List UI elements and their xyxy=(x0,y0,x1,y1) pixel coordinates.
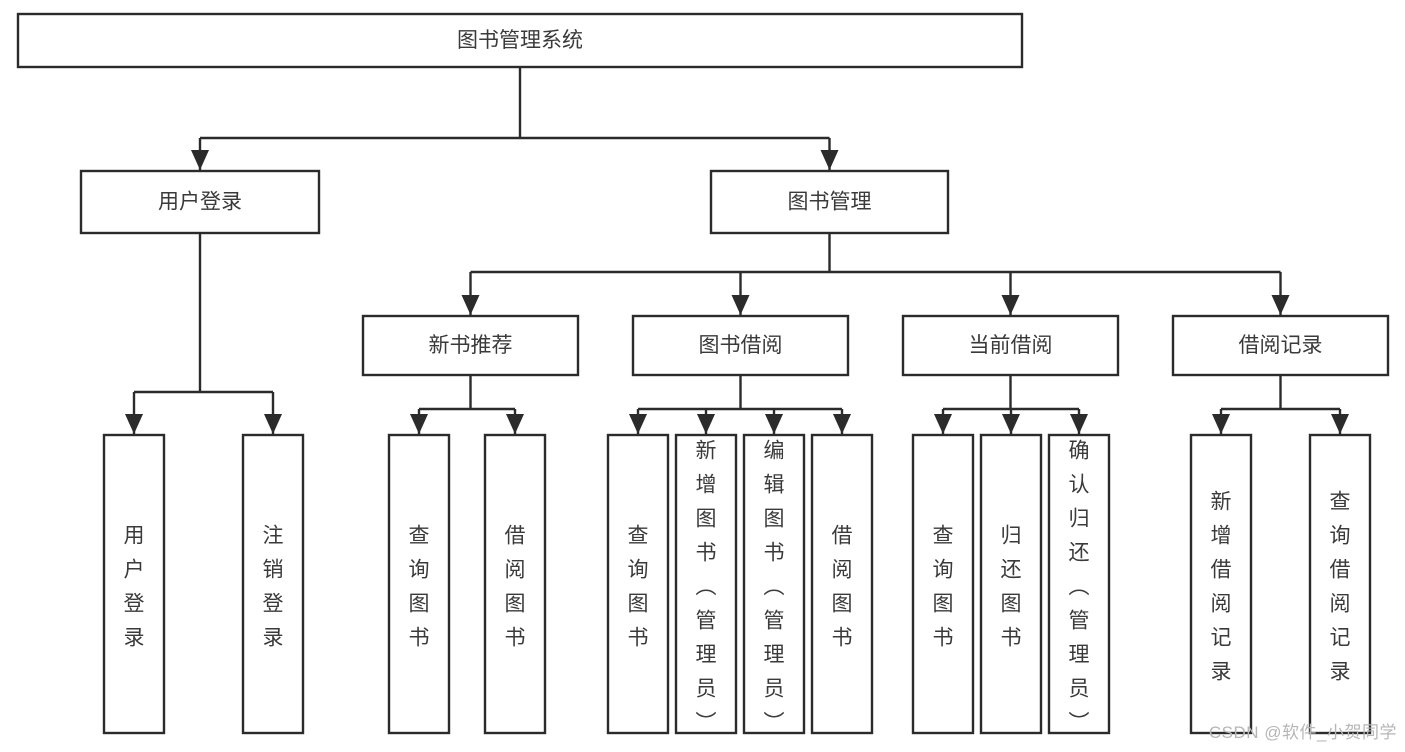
node-leaf-4-label: 查询图书 xyxy=(628,525,649,650)
node-level3-2[interactable] xyxy=(901,314,1120,377)
node-leaf-10-box xyxy=(1047,433,1111,735)
node-level2-1-label: 图书管理 xyxy=(788,191,872,214)
node-leaf-0-label: 用户登录 xyxy=(124,525,145,650)
node-level3-3-box xyxy=(1171,314,1390,377)
node-leaf-9-label: 归还图书 xyxy=(1001,525,1022,650)
node-leaf-3-label: 借阅图书 xyxy=(505,525,526,650)
node-leaf-0-box xyxy=(102,433,166,735)
node-leaf-12[interactable] xyxy=(1308,433,1372,735)
arrow-head-icon xyxy=(461,295,480,315)
node-level2-1[interactable] xyxy=(709,169,950,235)
node-leaf-7[interactable] xyxy=(810,433,874,735)
arrow-head-icon xyxy=(934,414,952,434)
node-level3-0-label: 新书推荐 xyxy=(429,334,513,357)
node-leaf-12-box xyxy=(1308,433,1372,735)
node-leaf-2-box xyxy=(387,433,451,735)
node-level3-0-box xyxy=(361,314,580,377)
node-leaf-7-box xyxy=(810,433,874,735)
node-leaf-6[interactable] xyxy=(742,433,806,735)
node-leaf-6-box xyxy=(742,433,806,735)
node-level3-3-label: 借阅记录 xyxy=(1239,334,1323,357)
node-leaf-5-box xyxy=(674,433,738,735)
node-leaf-10-label: 确认归还︵管理员︶ xyxy=(1069,440,1090,735)
node-leaf-1-box xyxy=(241,433,305,735)
node-level3-2-box xyxy=(901,314,1120,377)
arrow-head-icon xyxy=(833,414,851,434)
arrow-head-icon xyxy=(731,295,750,315)
arrow-head-icon xyxy=(1070,414,1088,434)
node-leaf-9[interactable] xyxy=(979,433,1043,735)
node-leaf-11[interactable] xyxy=(1189,433,1253,735)
node-leaf-10[interactable] xyxy=(1047,433,1111,735)
node-level3-1[interactable] xyxy=(631,314,850,377)
arrow-head-icon xyxy=(125,414,143,434)
node-leaf-11-label: 新增借阅记录 xyxy=(1211,491,1232,684)
node-leaf-12-label: 查询借阅记录 xyxy=(1330,491,1351,684)
node-leaf-5[interactable] xyxy=(674,433,738,735)
node-level3-2-label: 当前借阅 xyxy=(969,334,1053,357)
connector-layer xyxy=(125,67,1349,434)
arrow-head-icon xyxy=(1212,414,1230,434)
node-leaf-8[interactable] xyxy=(911,433,975,735)
node-leaf-6-label: 编辑图书︵管理员︶ xyxy=(764,440,785,735)
arrow-head-icon xyxy=(506,414,524,434)
node-level2-0[interactable] xyxy=(79,169,321,235)
node-leaf-4[interactable] xyxy=(606,433,670,735)
arrow-head-icon xyxy=(1331,414,1349,434)
node-layer: 图书管理系统用户登录图书管理新书推荐图书借阅当前借阅借阅记录用户登录注销登录查询… xyxy=(16,12,1390,735)
node-leaf-1-label: 注销登录 xyxy=(263,525,284,650)
node-leaf-9-box xyxy=(979,433,1043,735)
node-leaf-0[interactable] xyxy=(102,433,166,735)
node-level3-3[interactable] xyxy=(1171,314,1390,377)
node-leaf-4-box xyxy=(606,433,670,735)
node-root-label: 图书管理系统 xyxy=(457,29,583,52)
arrow-head-icon xyxy=(629,414,647,434)
node-leaf-3-box xyxy=(483,433,547,735)
node-root-box xyxy=(16,12,1024,69)
node-leaf-3[interactable] xyxy=(483,433,547,735)
node-level2-1-box xyxy=(709,169,950,235)
arrow-head-icon xyxy=(1271,295,1290,315)
node-level2-0-label: 用户登录 xyxy=(158,191,242,214)
node-level3-0[interactable] xyxy=(361,314,580,377)
arrow-head-icon xyxy=(765,414,783,434)
node-leaf-2[interactable] xyxy=(387,433,451,735)
node-leaf-5-label: 新增图书︵管理员︶ xyxy=(696,440,717,735)
arrow-head-icon xyxy=(1001,295,1020,315)
node-leaf-7-label: 借阅图书 xyxy=(832,525,853,650)
arrow-head-icon xyxy=(697,414,715,434)
arrow-head-icon xyxy=(410,414,428,434)
node-leaf-11-box xyxy=(1189,433,1253,735)
node-level3-1-label: 图书借阅 xyxy=(699,334,783,357)
node-leaf-1[interactable] xyxy=(241,433,305,735)
arrow-head-icon xyxy=(820,150,839,170)
node-root[interactable] xyxy=(16,12,1024,69)
node-leaf-2-label: 查询图书 xyxy=(409,525,430,650)
node-level3-1-box xyxy=(631,314,850,377)
arrow-head-icon xyxy=(191,150,209,170)
arrow-head-icon xyxy=(1002,414,1020,434)
node-leaf-8-box xyxy=(911,433,975,735)
node-leaf-8-label: 查询图书 xyxy=(933,525,954,650)
node-level2-0-box xyxy=(79,169,321,235)
arrow-head-icon xyxy=(264,414,282,434)
